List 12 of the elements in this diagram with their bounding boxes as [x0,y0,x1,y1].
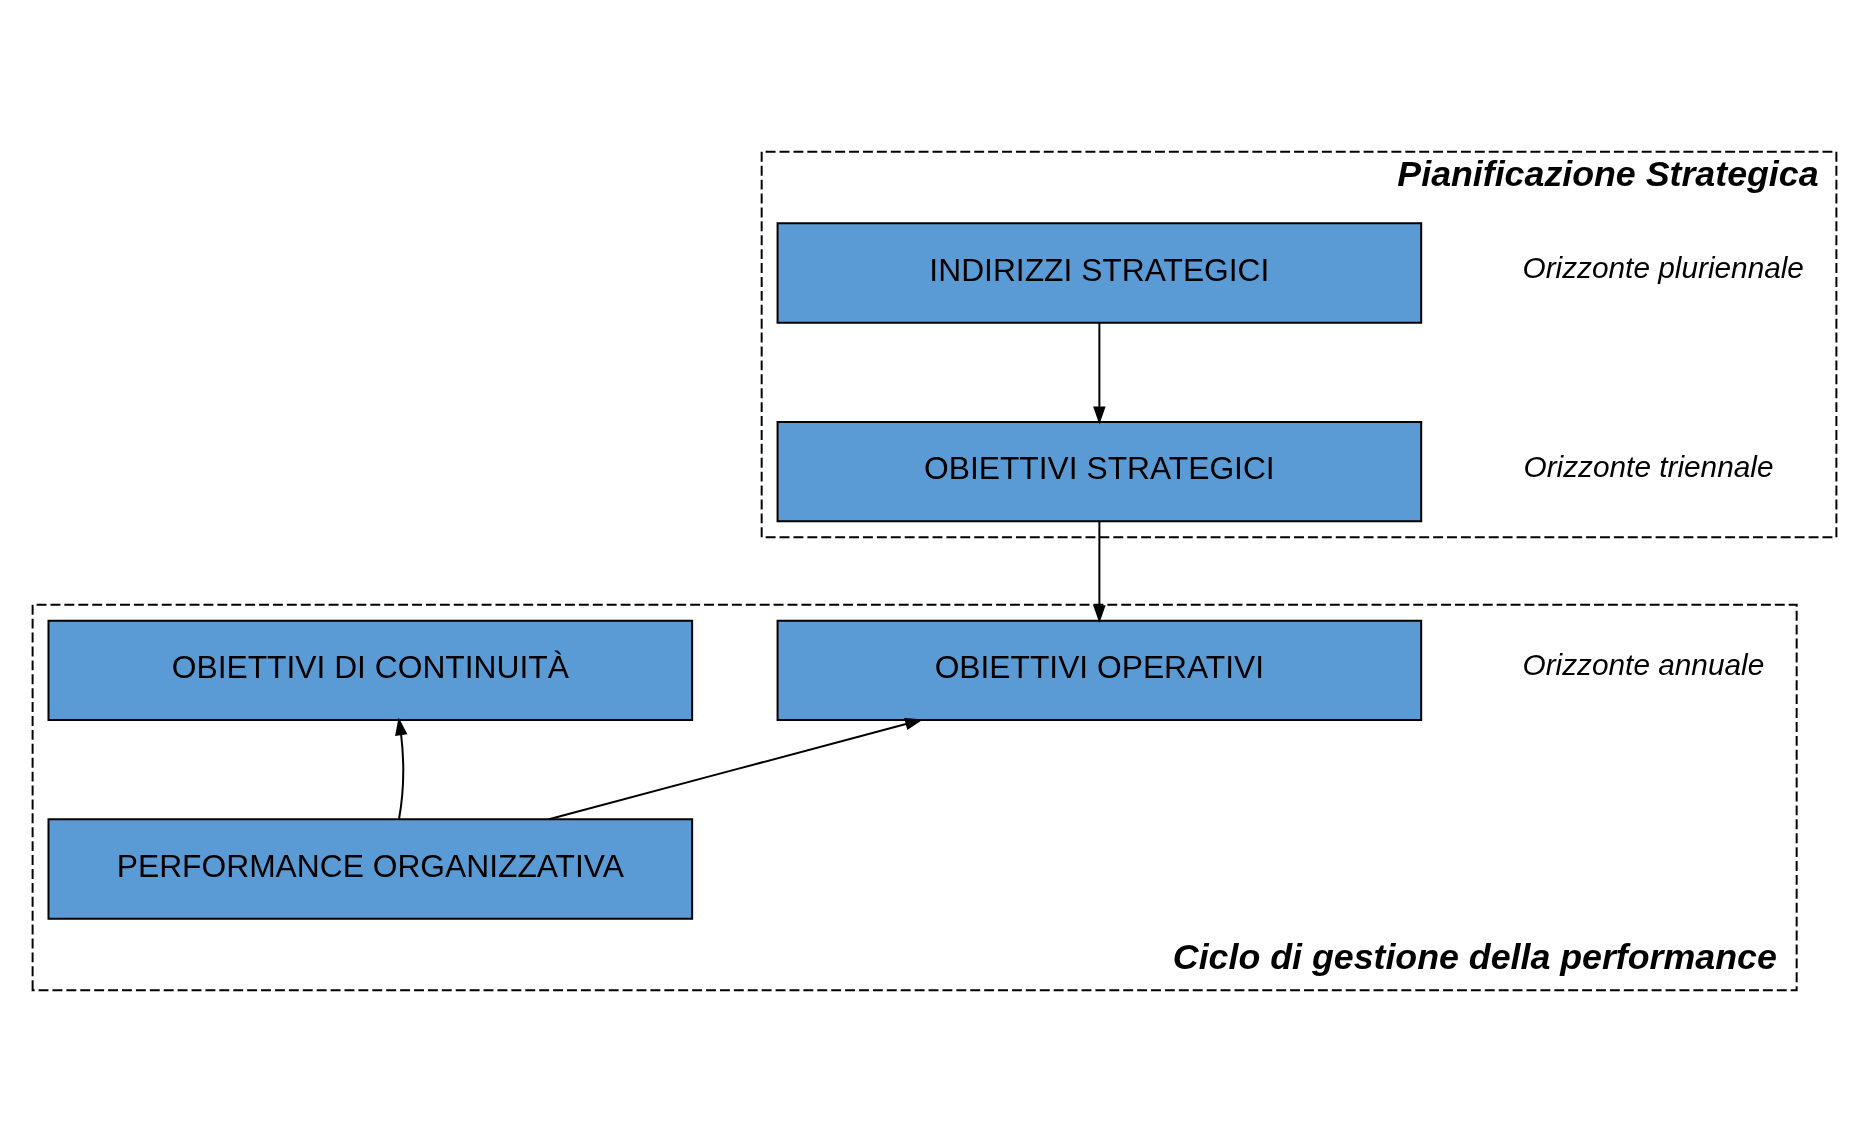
node-box: OBIETTIVI STRATEGICI [776,420,1423,522]
node-label: Orizzonte pluriennale [1522,250,1804,284]
node-box: PERFORMANCE ORGANIZZATIVA [47,817,694,920]
arrow [547,717,923,820]
node-label: Orizzonte annuale [1522,647,1765,681]
node-box: OBIETTIVI DI CONTINUITÀ [47,619,694,721]
node-box: INDIRIZZI STRATEGICI [776,221,1423,324]
node-label: Orizzonte triennale [1523,449,1774,483]
node-box: OBIETTIVI OPERATIVI [776,619,1423,721]
arrow [1093,520,1106,623]
arrow [395,716,408,820]
arrow [1093,321,1106,424]
